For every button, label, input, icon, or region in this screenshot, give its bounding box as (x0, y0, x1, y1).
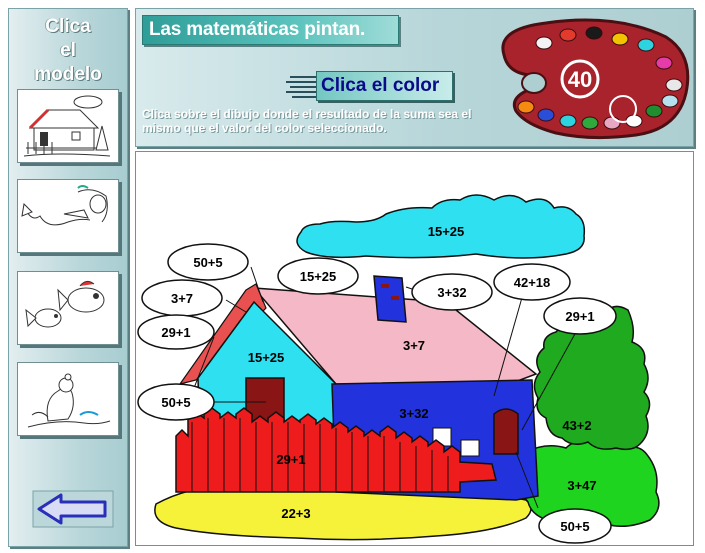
cloud-region[interactable] (296, 194, 586, 259)
model-thumb-fish[interactable] (17, 271, 119, 345)
palette-swatch[interactable] (581, 116, 599, 130)
label-side-wall: 3+32 (399, 406, 428, 421)
instructions-text: Clica sobre el dibujo donde el resultado… (142, 107, 472, 135)
label-50-5-bottom: 50+5 (560, 519, 589, 534)
palette-swatch[interactable] (637, 38, 655, 52)
palette-swatch[interactable] (585, 26, 603, 40)
arrow-left-icon (32, 490, 114, 528)
selected-value: 40 (568, 67, 592, 92)
model-sidebar: Clica el modelo (8, 8, 128, 547)
label-bush: 3+47 (567, 478, 596, 493)
drawing-canvas: 50+5 3+7 29+1 15+25 3+32 42+18 29+1 50+5… (135, 151, 694, 546)
label-29-1-right: 29+1 (565, 309, 594, 324)
palette-swatch[interactable] (537, 108, 555, 122)
color-palette[interactable]: 40 (486, 15, 693, 141)
palette-swatch[interactable] (517, 100, 535, 114)
label-ground: 22+3 (281, 506, 310, 521)
color-button-face: Clica el color (316, 71, 453, 101)
label-fence: 29+1 (276, 452, 305, 467)
mermaid-thumb-icon (21, 185, 108, 226)
color-button-label: Clica el color (321, 75, 440, 96)
palette-swatch[interactable] (603, 116, 621, 130)
palette-swatch[interactable] (559, 28, 577, 42)
palette-swatch[interactable] (665, 78, 683, 92)
seal-thumb-icon (27, 373, 111, 428)
label-tree: 43+2 (562, 418, 591, 433)
color-button[interactable]: Clica el color (286, 71, 456, 101)
selected-color-ring (609, 95, 637, 123)
selected-value-ring (560, 59, 600, 99)
side-window-region[interactable] (493, 408, 519, 455)
label-50-5-left: 50+5 (161, 395, 190, 410)
palette-swatch[interactable] (611, 32, 629, 46)
label-front-wall: 15+25 (248, 350, 285, 365)
palette-swatch[interactable] (559, 114, 577, 128)
chimney-region[interactable] (373, 275, 407, 323)
model-thumb-house[interactable] (17, 89, 119, 163)
label-29-1-left: 29+1 (161, 325, 190, 340)
fish-thumb-icon (25, 280, 105, 328)
house-thumb-icon (23, 95, 111, 157)
palette-swatch[interactable] (661, 94, 679, 108)
sidebar-title-line: el (60, 40, 76, 61)
title-bar: Las matemáticas pintan. (142, 15, 399, 45)
header-panel: Las matemáticas pintan. Clica el color C… (135, 8, 694, 147)
palette-swatch[interactable] (655, 56, 673, 70)
label-3-7: 3+7 (171, 291, 193, 306)
sidebar-title-line: Clica (45, 16, 91, 37)
back-button[interactable] (31, 489, 115, 529)
model-thumb-mermaid[interactable] (17, 179, 119, 253)
page-title: Las matemáticas pintan. (149, 19, 366, 40)
sidebar-title-line: modelo (34, 64, 102, 85)
label-3-32-bubble: 3+32 (437, 285, 466, 300)
sidebar-title: Clica el modelo (9, 15, 127, 87)
label-50-5-top: 50+5 (193, 255, 222, 270)
palette-swatch[interactable] (535, 36, 553, 50)
speed-lines-icon (286, 76, 320, 98)
label-cloud: 15+25 (428, 224, 465, 239)
tree-region[interactable] (533, 305, 651, 451)
label-roof: 3+7 (403, 338, 425, 353)
label-42-18: 42+18 (514, 275, 551, 290)
label-15-25-bubble: 15+25 (300, 269, 337, 284)
palette-swatch[interactable] (645, 104, 663, 118)
model-thumb-seal[interactable] (17, 362, 119, 436)
